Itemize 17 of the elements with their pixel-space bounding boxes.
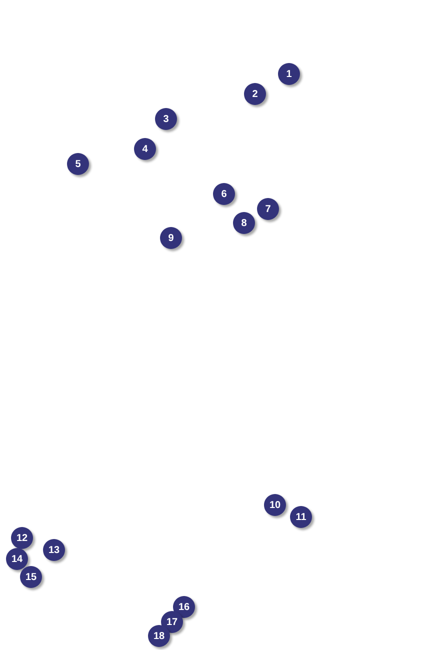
callout-number: 7	[257, 198, 279, 220]
callout-number: 4	[134, 138, 156, 160]
callout-number: 18	[148, 625, 170, 647]
callout-number: 10	[264, 494, 286, 516]
callout-number: 2	[244, 83, 266, 105]
callout-number: 11	[290, 506, 312, 528]
callout-number: 1	[278, 63, 300, 85]
callout-number: 6	[213, 183, 235, 205]
callout-number: 3	[155, 108, 177, 130]
callout-number: 8	[233, 212, 255, 234]
callout-number: 12	[11, 527, 33, 549]
callout-number: 13	[43, 539, 65, 561]
callout-number: 14	[6, 548, 28, 570]
callout-number: 16	[173, 596, 195, 618]
callout-number: 9	[160, 227, 182, 249]
callout-number: 5	[67, 153, 89, 175]
callout-number: 15	[20, 566, 42, 588]
